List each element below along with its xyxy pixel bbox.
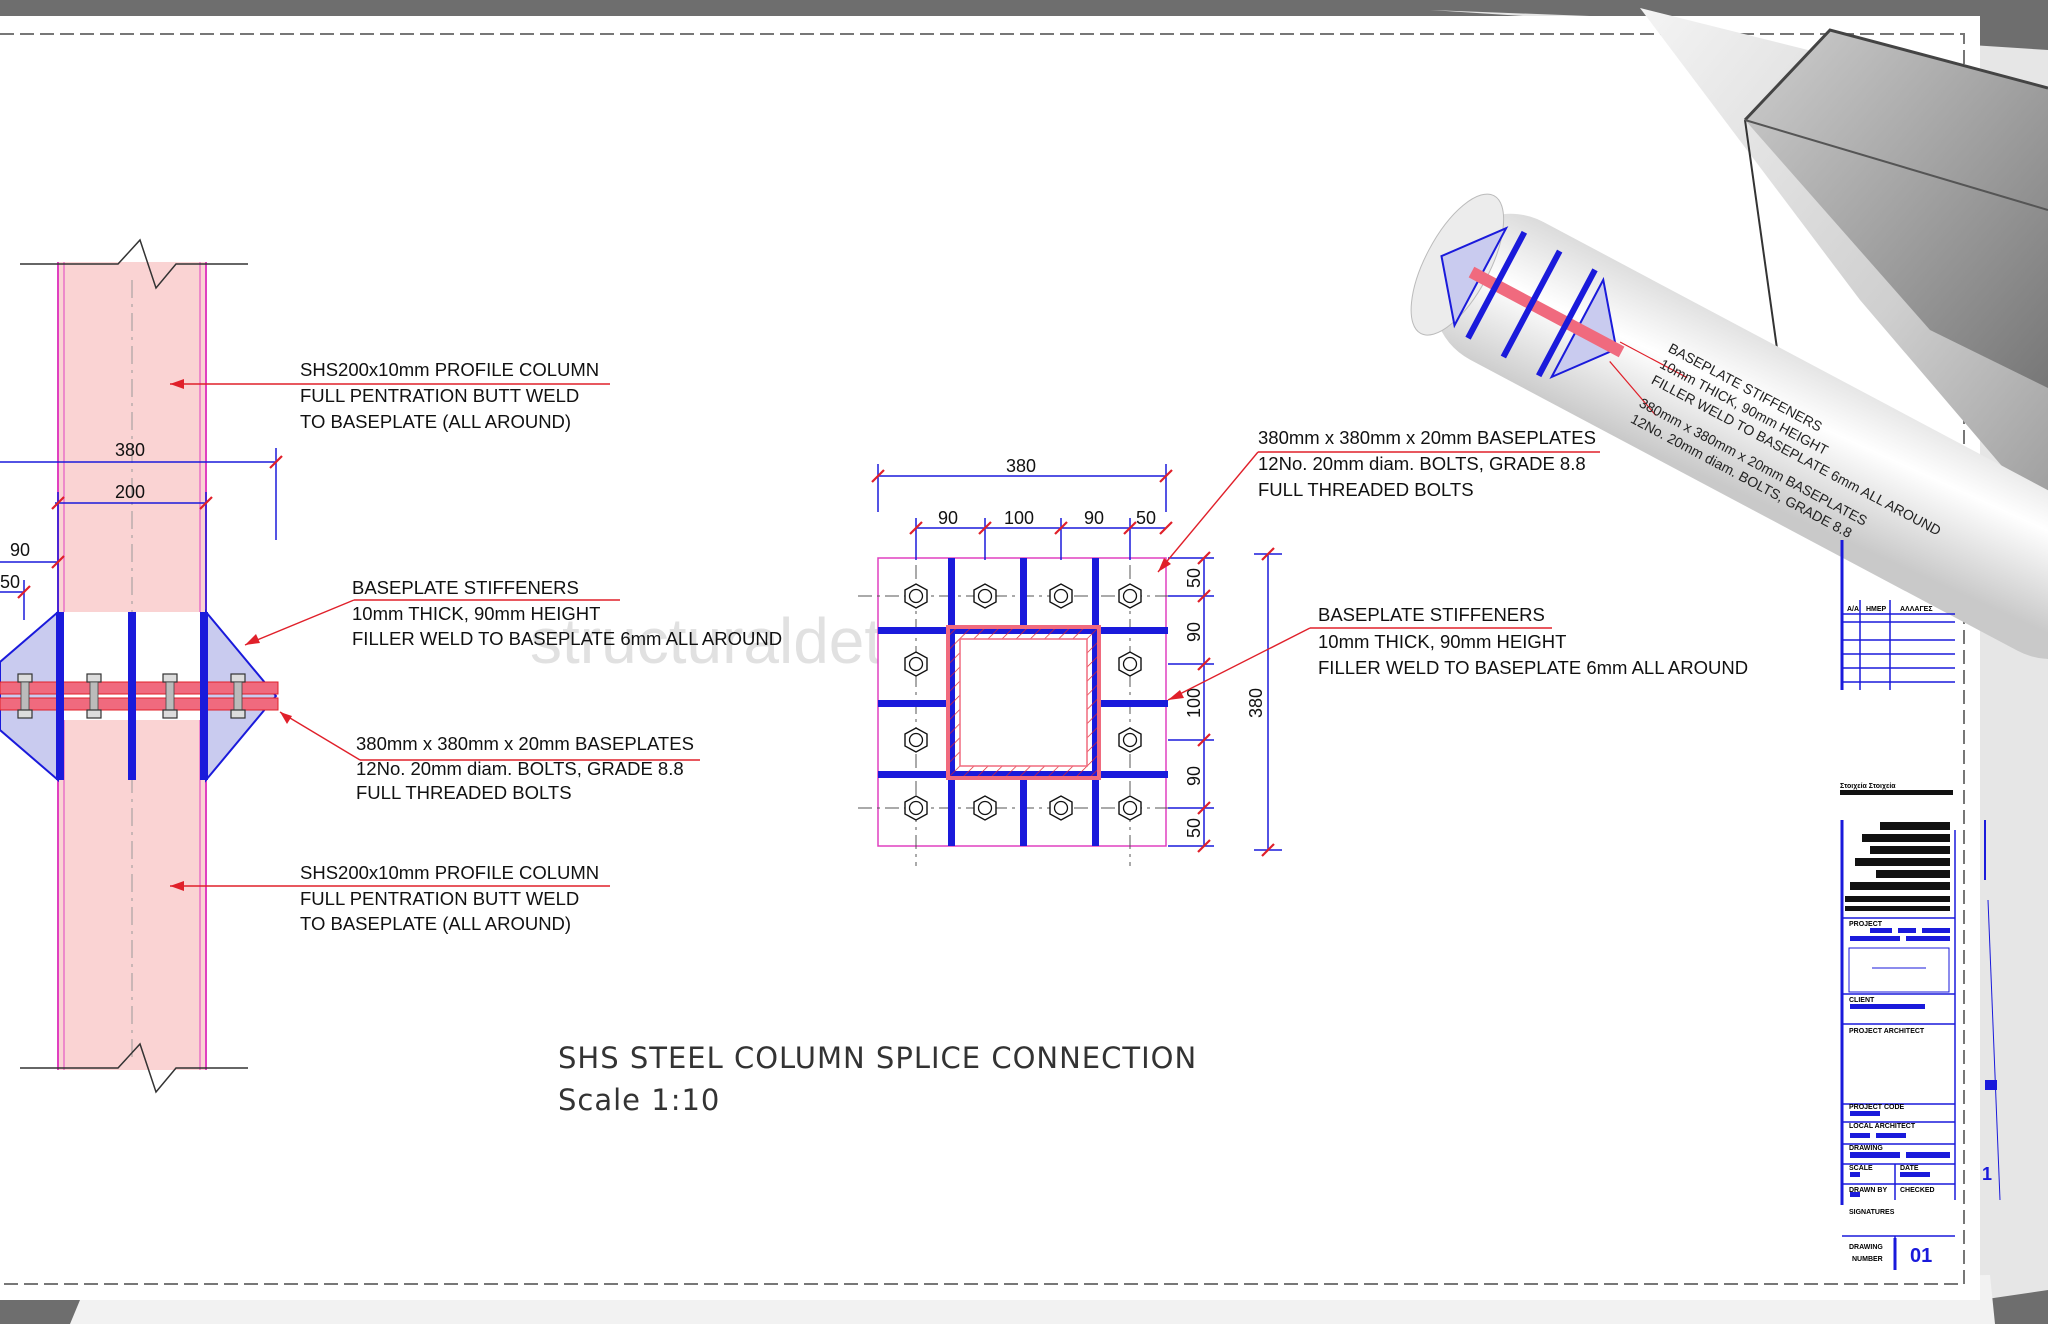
tb-drawing-label: DRAWING (1849, 1244, 1883, 1251)
side-dim-380: 380 (1246, 688, 1266, 718)
plan-note-baseplate-3: FULL THREADED BOLTS (1258, 479, 1474, 500)
upper-baseplate (0, 681, 279, 695)
tb-project-code: PROJECT CODE (1849, 1104, 1905, 1111)
plan-note-baseplate-1: 380mm x 380mm x 20mm BASEPLATES (1258, 427, 1596, 448)
side-dim-50b: 50 (1184, 818, 1204, 838)
elevation-leaders (170, 383, 700, 887)
bolt-nut (904, 727, 928, 753)
tb-drawn-by: DRAWN BY (1849, 1187, 1887, 1194)
tb-date: DATE (1900, 1165, 1919, 1172)
plan-note-baseplate-2: 12No. 20mm diam. BOLTS, GRADE 8.8 (1258, 453, 1586, 474)
tb-scale: SCALE (1849, 1165, 1873, 1172)
tb-client: CLIENT (1849, 997, 1875, 1004)
tb-project-architect: PROJECT ARCHITECT (1849, 1028, 1925, 1035)
bolt-nut (904, 583, 928, 609)
bolt-nut (973, 795, 997, 821)
stiffener (200, 612, 208, 780)
note-column-bottom-2: FULL PENTRATION BUTT WELD (300, 888, 579, 909)
bolt-nut (1118, 795, 1142, 821)
note-baseplate-2: 12No. 20mm diam. BOLTS, GRADE 8.8 (356, 758, 684, 779)
lower-baseplate (0, 697, 279, 711)
top-break-line (20, 238, 248, 290)
plan-dim-100: 100 (1004, 508, 1034, 528)
dim-200: 200 (115, 482, 145, 502)
bolt-nut (1049, 583, 1073, 609)
plan-view: 380 90 100 90 50 50 90 100 90 50 380 380… (858, 427, 1748, 866)
note-baseplate-3: FULL THREADED BOLTS (356, 782, 572, 803)
note-column-bottom-1: SHS200x10mm PROFILE COLUMN (300, 862, 599, 883)
back-sheet-number: 1 (1982, 1164, 1992, 1184)
side-dim-50a: 50 (1184, 568, 1204, 588)
dim-380: 380 (115, 440, 145, 460)
plan-dim-90a: 90 (938, 508, 958, 528)
bolt-nut (1118, 583, 1142, 609)
note-stiffeners-1: BASEPLATE STIFFENERS (352, 577, 579, 598)
elevation-view: 380 200 90 50 SHS200x10mm PROFILE COLUMN… (0, 238, 782, 1094)
dim-90: 90 (10, 540, 30, 560)
stiffener (128, 612, 136, 780)
note-stiffeners-2: 10mm THICK, 90mm HEIGHT (352, 603, 600, 624)
drawing-title: SHS STEEL COLUMN SPLICE CONNECTION (558, 1041, 1197, 1075)
note-baseplate-1: 380mm x 380mm x 20mm BASEPLATES (356, 733, 694, 754)
side-dim-90b: 90 (1184, 766, 1204, 786)
plan-dim-50: 50 (1136, 508, 1156, 528)
bolt-nut (904, 795, 928, 821)
bolt-nut (1049, 795, 1073, 821)
sheet-border (0, 33, 1965, 1285)
shadow-box-front (1745, 30, 2048, 388)
rolled-drawing: BASEPLATE STIFFENERS 10mm THICK, 90mm HE… (1410, 193, 2048, 659)
bolt-nut (1118, 727, 1142, 753)
plan-note-stiffeners-3: FILLER WELD TO BASEPLATE 6mm ALL AROUND (1318, 657, 1748, 678)
plan-dim-90b: 90 (1084, 508, 1104, 528)
owner-label: Στοιχεία Στοιχεία (1840, 783, 1896, 790)
bolt-nut (904, 651, 928, 677)
tb-local-architect: LOCAL ARCHITECT (1849, 1123, 1916, 1130)
tb-signatures: SIGNATURES (1849, 1209, 1895, 1216)
plan-note-stiffeners-1: BASEPLATE STIFFENERS (1318, 604, 1545, 625)
note-stiffeners-3: FILLER WELD TO BASEPLATE 6mm ALL AROUND (352, 628, 782, 649)
side-dim-100: 100 (1184, 688, 1204, 718)
note-column-bottom-3: TO BASEPLATE (ALL AROUND) (300, 913, 571, 934)
rev-col-changes: ΑΛΛΑΓΕΣ (1900, 606, 1933, 613)
plan-dim-380: 380 (1006, 456, 1036, 476)
title-block: A/A HMEP ΑΛΛΑΓΕΣ Στοιχεία Στοιχεία (1840, 540, 1956, 1270)
bolt-nut (973, 583, 997, 609)
rev-col-date: HMEP (1866, 606, 1887, 613)
bottom-break-line (20, 1042, 248, 1094)
drawing-number: 01 (1910, 1245, 1932, 1267)
bolt-nut (1118, 651, 1142, 677)
note-column-top-3: TO BASEPLATE (ALL AROUND) (300, 411, 571, 432)
back-sheet-block: 1 (1982, 820, 2001, 1201)
elevation-dimensions (0, 448, 277, 620)
tb-project: PROJECT (1849, 921, 1883, 928)
rev-col-aa: A/A (1847, 606, 1859, 613)
stiffener (56, 612, 64, 780)
note-column-top-2: FULL PENTRATION BUTT WELD (300, 385, 579, 406)
drawing-scale: Scale 1:10 (558, 1083, 720, 1117)
tb-number-label: NUMBER (1852, 1256, 1883, 1263)
plan-note-stiffeners-2: 10mm THICK, 90mm HEIGHT (1318, 631, 1566, 652)
note-column-top-1: SHS200x10mm PROFILE COLUMN (300, 359, 599, 380)
tb-checked: CHECKED (1900, 1187, 1935, 1194)
tb-drawing: DRAWING (1849, 1145, 1883, 1152)
side-dim-90a: 90 (1184, 622, 1204, 642)
dim-50: 50 (0, 572, 20, 592)
